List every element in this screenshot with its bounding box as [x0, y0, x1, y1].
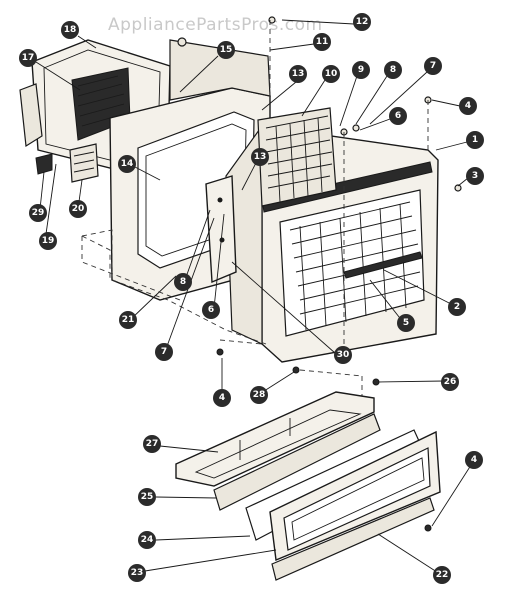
- svg-text:14: 14: [121, 159, 134, 169]
- leader-lines: [35, 19, 474, 575]
- svg-text:7: 7: [161, 347, 167, 357]
- callout-3: 3: [466, 167, 484, 185]
- drawer-seal-panel: [213, 413, 381, 511]
- callout-23: 23: [128, 564, 146, 582]
- callout-4: 4: [213, 389, 231, 407]
- svg-text:23: 23: [131, 568, 144, 578]
- callout-8: 8: [384, 61, 402, 79]
- svg-text:30: 30: [337, 350, 350, 360]
- svg-text:5: 5: [403, 318, 409, 328]
- drawer-front-panel: [269, 430, 441, 561]
- callout-7: 7: [424, 57, 442, 75]
- svg-text:29: 29: [32, 208, 45, 218]
- svg-text:13: 13: [254, 152, 267, 162]
- svg-text:10: 10: [325, 69, 338, 79]
- svg-text:27: 27: [146, 439, 159, 449]
- callout-9: 9: [352, 61, 370, 79]
- callout-20: 20: [69, 200, 87, 218]
- callout-5: 5: [397, 314, 415, 332]
- svg-text:4: 4: [471, 455, 477, 465]
- callout-4: 4: [465, 451, 483, 469]
- svg-text:6: 6: [395, 111, 401, 121]
- svg-text:22: 22: [436, 570, 449, 580]
- svg-text:4: 4: [465, 101, 471, 111]
- svg-text:8: 8: [390, 65, 396, 75]
- callout-1: 1: [466, 131, 484, 149]
- oven-top-insulation: [257, 107, 337, 207]
- drawer-screws: [216, 348, 432, 532]
- svg-text:12: 12: [356, 17, 369, 27]
- callout-14: 14: [118, 155, 136, 173]
- callout-30: 30: [334, 346, 352, 364]
- callout-21: 21: [119, 311, 137, 329]
- svg-text:24: 24: [141, 535, 154, 545]
- svg-text:21: 21: [122, 315, 135, 325]
- callout-26: 26: [441, 373, 459, 391]
- callout-18: 18: [61, 21, 79, 39]
- svg-text:3: 3: [472, 171, 478, 181]
- svg-text:6: 6: [208, 305, 214, 315]
- callout-27: 27: [143, 435, 161, 453]
- svg-text:18: 18: [64, 25, 77, 35]
- callout-19: 19: [39, 232, 57, 250]
- callout-28: 28: [250, 386, 268, 404]
- svg-text:20: 20: [72, 204, 85, 214]
- svg-text:2: 2: [454, 302, 460, 312]
- callout-24: 24: [138, 531, 156, 549]
- callout-10: 10: [322, 65, 340, 83]
- callout-7: 7: [155, 343, 173, 361]
- svg-text:17: 17: [22, 53, 35, 63]
- callout-11: 11: [313, 33, 331, 51]
- callout-6: 6: [389, 107, 407, 125]
- door-latch-parts: [35, 143, 99, 183]
- callout-6: 6: [202, 301, 220, 319]
- svg-text:9: 9: [358, 65, 364, 75]
- callout-8: 8: [174, 273, 192, 291]
- svg-text:7: 7: [430, 61, 436, 71]
- callout-4: 4: [459, 97, 477, 115]
- door-back-plate: [169, 39, 271, 101]
- svg-text:8: 8: [180, 277, 186, 287]
- watermark-text: AppliancePartsPros.com: [108, 15, 323, 35]
- svg-text:1: 1: [472, 135, 478, 145]
- callout-2: 2: [448, 298, 466, 316]
- callout-29: 29: [29, 204, 47, 222]
- callout-15: 15: [217, 41, 235, 59]
- callout-12: 12: [353, 13, 371, 31]
- svg-text:13: 13: [292, 69, 305, 79]
- callout-25: 25: [138, 488, 156, 506]
- phantom-lines-upper: [81, 20, 429, 400]
- svg-text:28: 28: [253, 390, 266, 400]
- callout-13: 13: [289, 65, 307, 83]
- svg-text:26: 26: [444, 377, 457, 387]
- callout-22: 22: [433, 566, 451, 584]
- drawer-back-frame: [175, 391, 375, 487]
- callout-17: 17: [19, 49, 37, 67]
- drawer-kick-plate: [271, 497, 435, 581]
- control-bracket: [205, 175, 237, 284]
- svg-text:11: 11: [316, 37, 329, 47]
- svg-text:25: 25: [141, 492, 154, 502]
- svg-text:15: 15: [220, 45, 233, 55]
- svg-text:4: 4: [219, 393, 225, 403]
- callout-13: 13: [251, 148, 269, 166]
- svg-text:19: 19: [42, 236, 55, 246]
